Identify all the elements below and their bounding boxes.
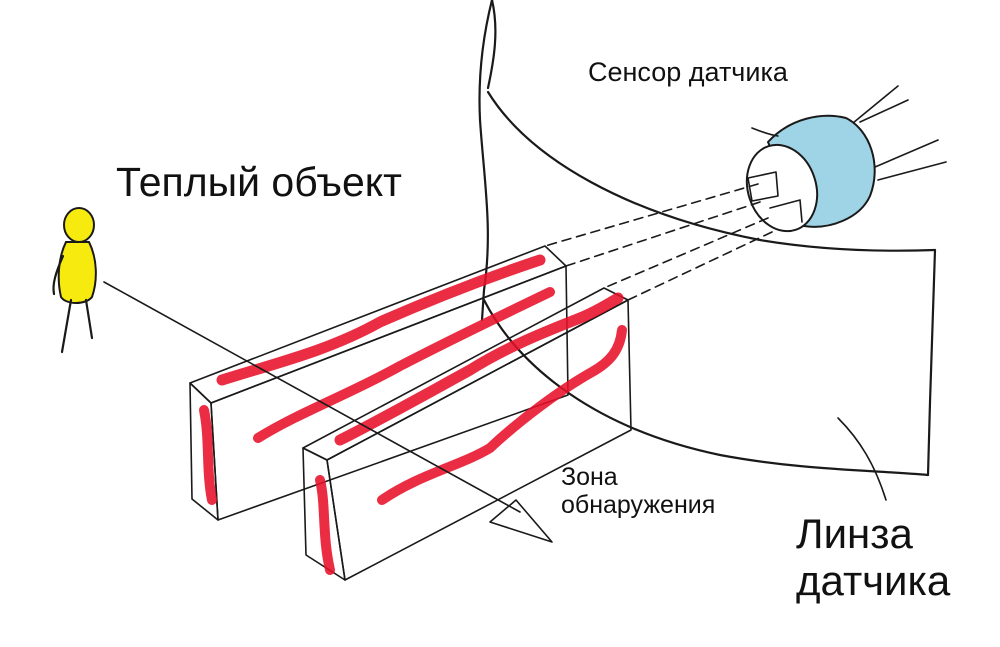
person-body	[57, 241, 97, 304]
sensor-window	[745, 143, 819, 233]
detection-zone-b	[302, 287, 632, 581]
detection-zone-label-line2: обнаружения	[561, 491, 716, 519]
detection-zone-label: Зона обнаружения	[561, 463, 715, 519]
detection-zone-label-line1: Зона	[561, 463, 618, 491]
person-head	[63, 207, 95, 243]
motion-arrow	[103, 281, 553, 543]
warm-object-label: Теплый объект	[116, 159, 402, 205]
person-figure	[52, 207, 97, 354]
lens-housing	[478, 0, 937, 501]
lens-label: Линза датчика	[796, 510, 950, 604]
lens-label-line2: датчика	[796, 557, 951, 605]
sensor-label: Сенсор датчика	[588, 57, 788, 87]
sensor-device	[745, 85, 947, 233]
detection-zone-a	[189, 245, 569, 521]
lens-label-line1: Линза	[796, 510, 913, 557]
detection-beams	[544, 183, 773, 301]
